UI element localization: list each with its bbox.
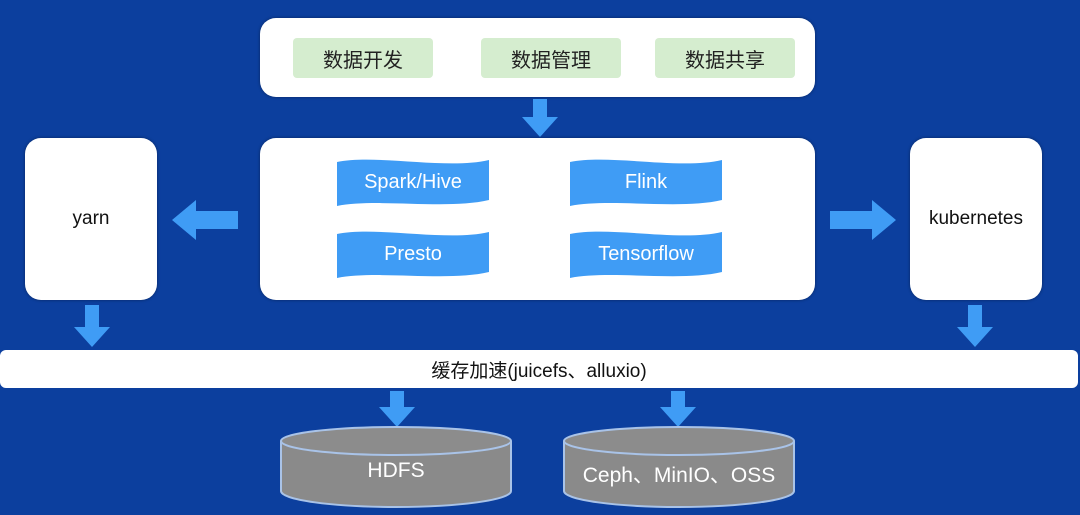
kubernetes-box: kubernetes bbox=[910, 138, 1042, 300]
arrow-down-icon bbox=[74, 305, 110, 347]
kubernetes-label: kubernetes bbox=[928, 208, 1023, 229]
cache-label: 缓存加速(juicefs、alluxio) bbox=[431, 360, 647, 382]
engine-label: Flink bbox=[624, 171, 668, 193]
yarn-box: yarn bbox=[25, 138, 157, 300]
app-layer-box: 数据开发 数据管理 数据共享 bbox=[260, 18, 815, 97]
storage-object: Ceph、MinIO、OSS bbox=[562, 425, 796, 509]
arrow-right-icon bbox=[830, 200, 896, 240]
chip-data-sharing: 数据共享 bbox=[655, 38, 795, 78]
arrow-left-icon bbox=[172, 200, 238, 240]
chip-data-management: 数据管理 bbox=[481, 38, 621, 78]
engine-presto: Presto bbox=[337, 230, 489, 282]
engine-label: Spark/Hive bbox=[364, 171, 462, 193]
arrow-down-icon bbox=[957, 305, 993, 347]
cache-acceleration-bar: 缓存加速(juicefs、alluxio) bbox=[0, 350, 1078, 388]
engine-label: Presto bbox=[384, 243, 442, 265]
chip-data-development: 数据开发 bbox=[293, 38, 433, 78]
compute-engine-box: Spark/Hive Flink Presto Tensorflow bbox=[260, 138, 815, 300]
engine-label: Tensorflow bbox=[598, 243, 694, 265]
engine-flink: Flink bbox=[570, 158, 722, 210]
storage-label: HDFS bbox=[367, 459, 425, 482]
engine-spark-hive: Spark/Hive bbox=[337, 158, 489, 210]
arrow-down-icon bbox=[379, 391, 415, 427]
yarn-label: yarn bbox=[72, 208, 110, 229]
storage-hdfs: HDFS bbox=[279, 425, 513, 509]
arrow-down-icon bbox=[660, 391, 696, 427]
arrow-down-icon bbox=[522, 99, 558, 137]
storage-label: Ceph、MinIO、OSS bbox=[582, 464, 776, 487]
engine-tensorflow: Tensorflow bbox=[570, 230, 722, 282]
